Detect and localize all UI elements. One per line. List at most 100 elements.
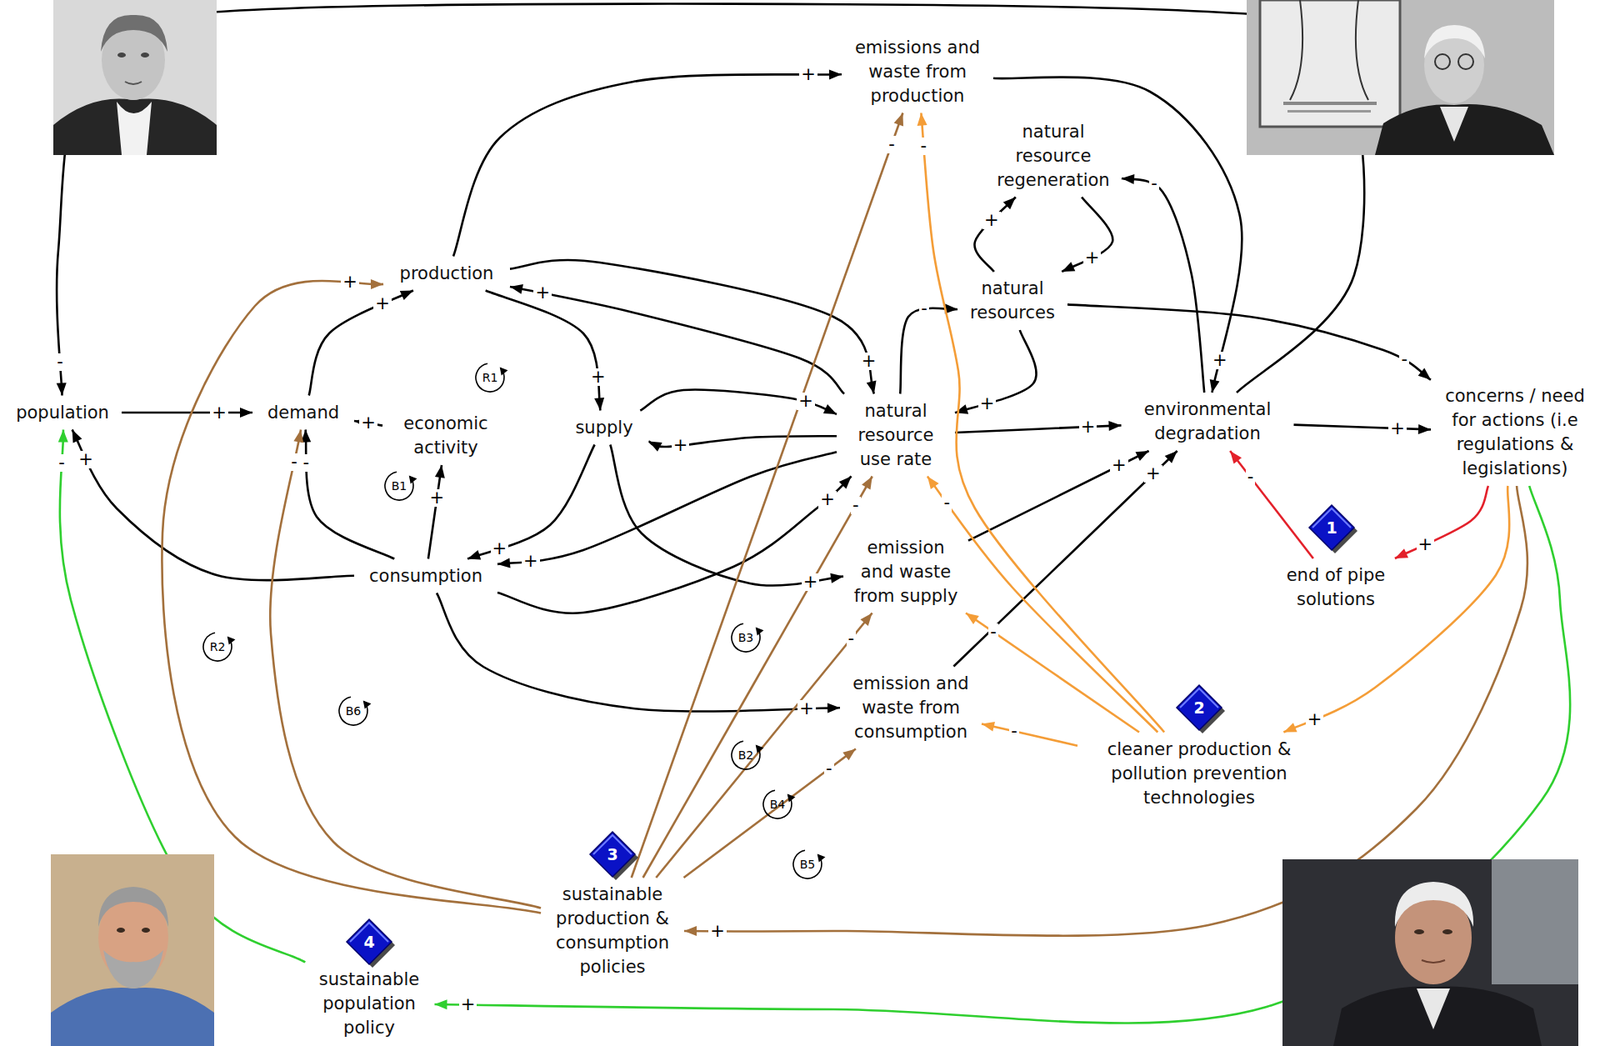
causal-link (1283, 485, 1510, 733)
causal-link (467, 445, 595, 560)
causal-link (974, 197, 1015, 273)
causal-link (955, 330, 1037, 413)
polarity-sign: + (796, 392, 815, 410)
arrow-head (1165, 450, 1178, 464)
mouth (1421, 960, 1445, 963)
arrow-head (435, 465, 445, 479)
polarity-sign: - (1149, 175, 1160, 193)
polarity-sign: - (824, 760, 835, 778)
arrow-head (1108, 420, 1121, 431)
variable-label: end of pipe solutions (1286, 565, 1386, 610)
callout-number: 1 (1325, 520, 1337, 536)
causal-link (1230, 450, 1314, 559)
variable-node: concerns / need for actions (i.e regulat… (1435, 384, 1595, 481)
causal-link (1395, 485, 1489, 559)
variable-node: economic activity (387, 411, 505, 460)
suit (1333, 986, 1542, 1046)
variable-node: emission and waste from consumption (845, 671, 977, 745)
causal-link (497, 476, 852, 614)
loop-label: B3 (738, 631, 755, 644)
beard (103, 950, 164, 989)
variable-node: end of pipe solutions (1273, 563, 1399, 612)
arrow-head (830, 573, 844, 584)
arrow-head (1418, 424, 1431, 435)
poster-line (1287, 110, 1371, 113)
arrow-head (827, 703, 840, 714)
arrow-head (860, 613, 873, 626)
photo-ground (50, 854, 215, 1046)
polarity-sign: - (1245, 468, 1256, 486)
arrow-head (823, 404, 837, 415)
portrait-top-left (53, 0, 217, 155)
arrow-head (1121, 174, 1135, 185)
causal-link (1061, 197, 1113, 273)
polarity-sign: - (988, 623, 999, 641)
hair (100, 15, 168, 52)
polarity-sign: + (340, 273, 360, 291)
arrow-head (927, 476, 940, 490)
polarity-sign: + (799, 65, 818, 84)
loop-label: B6 (345, 705, 362, 717)
poster-drawing (1290, 0, 1369, 100)
causal-link (965, 613, 1140, 733)
causal-link (643, 476, 873, 879)
polarity-sign: + (1079, 418, 1098, 436)
shirt (50, 987, 215, 1046)
variable-label: cleaner production & pollution preventio… (1107, 739, 1292, 808)
callout-diamond (1176, 685, 1222, 730)
causal-link (436, 593, 840, 712)
causal-link (121, 411, 253, 415)
variable-label: economic activity (403, 413, 488, 458)
loop-arrow (227, 636, 236, 645)
loop-label: B2 (738, 749, 755, 761)
arrow-head (594, 397, 605, 411)
variable-node: emission and waste from supply (848, 535, 964, 609)
variable-label: production (400, 263, 495, 284)
polarity-sign: + (1388, 420, 1407, 438)
polarity-sign: + (708, 922, 727, 940)
callout-number: 2 (1193, 700, 1205, 716)
polarity-sign: + (978, 395, 997, 413)
polarity-sign: - (289, 453, 300, 471)
arrow-head (400, 290, 414, 301)
causal-link (1294, 425, 1432, 430)
loop-arrow (817, 854, 826, 863)
causal-link (309, 290, 414, 396)
arrow-head (839, 476, 852, 490)
causal-link (435, 485, 1571, 1024)
polarity-sign: + (1305, 710, 1325, 729)
arrow-head (497, 558, 511, 569)
callout-number: 3 (606, 846, 618, 863)
variable-node: consumption (359, 564, 493, 589)
loop-label: B4 (770, 798, 786, 810)
variable-node: sustainable production & consumption pol… (545, 882, 680, 980)
portrait-bottom-right (1282, 859, 1579, 1046)
polarity-sign: + (428, 489, 447, 507)
causal-link (453, 74, 842, 256)
arrow-head (510, 284, 524, 295)
polarity-sign: - (846, 630, 857, 648)
poster (1260, 0, 1400, 127)
causal-link (72, 430, 355, 581)
loop-arrow (787, 794, 796, 803)
arrow-head (684, 925, 697, 936)
callout-diamond (346, 919, 392, 965)
arrow-head (649, 440, 663, 451)
arrow-head (866, 380, 877, 395)
window (1491, 859, 1579, 985)
polarity-sign: + (359, 414, 378, 432)
variable-label: demand (267, 402, 340, 423)
arrow-head (370, 279, 384, 290)
glasses (1458, 54, 1474, 70)
arrow-head (240, 407, 253, 418)
causal-link (510, 286, 845, 395)
coat (53, 99, 217, 155)
loop-arrow (409, 475, 418, 485)
arrow-head (861, 476, 873, 490)
polarity-sign: + (860, 352, 879, 370)
eye (117, 52, 126, 58)
polarity-sign: + (1110, 456, 1129, 475)
polarity-sign: - (1399, 350, 1410, 369)
causal-link (610, 445, 844, 586)
